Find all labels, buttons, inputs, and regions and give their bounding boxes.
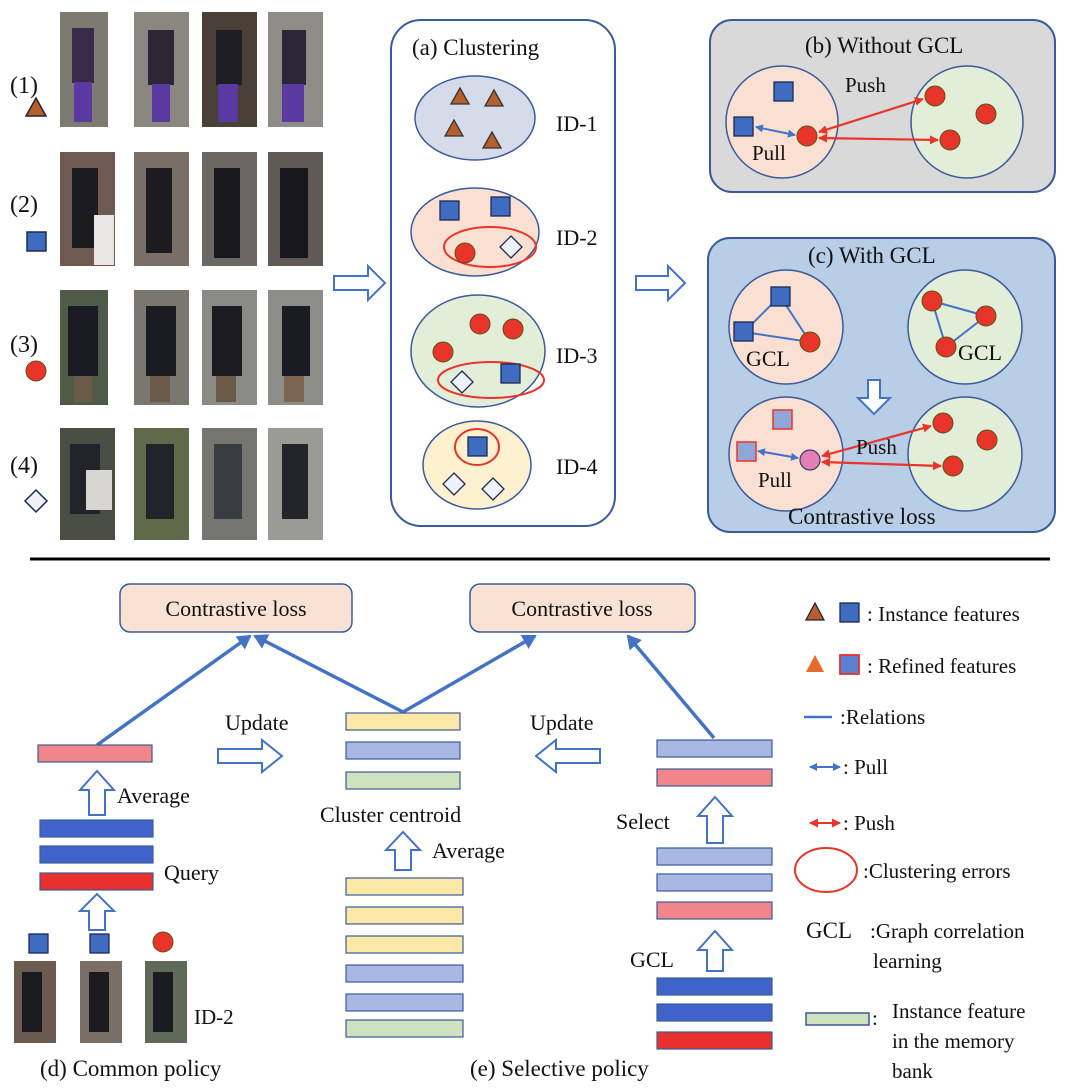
photo-row-2 [60,152,323,266]
svg-text::: : [872,1006,878,1030]
clustering-error-ring [454,428,500,466]
caption-selective-policy: (e) Selective policy [470,1056,649,1081]
cluster-centroid-label: Cluster centroid [320,802,461,827]
legend-memory-line2: in the memory [892,1029,1015,1053]
policy-diagram: Contrastive loss Contrastive loss Averag… [14,583,773,1081]
panel-c-gcl-left: GCL [746,346,790,371]
clustering-error-ring [437,361,545,399]
panel-c-down-arrow [855,379,893,416]
legend-instance-features: : Instance features [867,602,1020,626]
panel-a-clustering: (a) Clustering ID-1 ID-2 ID-3 ID-4 [390,19,616,527]
contrastive-loss-right-label: Contrastive loss [511,596,652,621]
legend-refined-square-icon [839,654,860,675]
arrow-to-clustering [333,263,387,303]
row-label-1: (1) [10,73,38,99]
clustering-error-ring [443,226,537,268]
query-label: Query [164,860,219,885]
contrastive-loss-box-left [119,583,353,633]
legend-push: : Push [843,811,895,835]
arrow-to-gcl [635,263,687,303]
panel-c-gcl-right: GCL [958,340,1002,365]
panel-c-push-label: Push [856,435,897,459]
row-label-4: (4) [10,453,38,479]
person-photo-grid [60,12,323,540]
triangle-icon [24,96,48,117]
gcl-label: GCL [630,947,674,972]
legend-gcl-line2: learning [873,949,942,973]
legend-gcl-abbr: GCL [806,918,852,943]
diamond-icon [23,488,49,514]
photo-row-3 [60,290,323,405]
photo-row-1 [60,12,323,127]
legend-error-ring [794,847,858,893]
legend: : Instance features : Refined features :… [794,601,1026,1083]
average-center-label: Average [432,838,505,863]
square-icon [26,231,47,252]
update-left-label: Update [225,710,289,735]
panel-b-title: (b) Without GCL [805,33,963,58]
legend-pull: : Pull [843,755,888,779]
update-right-label: Update [530,710,594,735]
cluster-label-id-4: ID-4 [556,454,598,479]
cluster-label-id-3: ID-3 [556,343,598,368]
panel-b-push-label: Push [845,73,886,97]
cluster-label-id-1: ID-1 [556,111,598,136]
row-label-3: (3) [10,332,38,358]
legend-memory-bar [805,1012,870,1026]
cluster-id-3 [410,294,546,408]
average-left-label: Average [117,783,190,808]
cluster-id-1 [414,75,536,161]
select-label: Select [616,809,670,834]
circle-icon [25,360,47,382]
panel-b-without-gcl: (b) Without GCL Push Pull [709,19,1056,193]
legend-memory-line3: bank [892,1059,933,1083]
panel-c-pull-label: Pull [758,468,792,492]
panel-c-caption: Contrastive loss [788,504,936,529]
panel-c-title: (c) With GCL [808,243,936,268]
contrastive-loss-left-label: Contrastive loss [165,596,306,621]
legend-refined-features: : Refined features [867,654,1016,678]
legend-gcl-line1: :Graph correlation [870,919,1025,943]
contrastive-loss-box-right [469,583,696,633]
legend-triangle-icon [804,601,826,621]
legend-square-icon [839,602,860,623]
legend-clustering-errors: :Clustering errors [863,859,1011,883]
legend-memory-line1: Instance feature [892,999,1026,1023]
legend-refined-triangle-icon [806,655,824,672]
panel-b-pull-label: Pull [752,141,786,165]
legend-relations: :Relations [840,705,925,729]
panel-c-with-gcl: (c) With GCL GCL GCL Push Pull Contrasti… [707,237,1056,533]
id-2-label: ID-2 [194,1005,234,1029]
photo-row-4 [60,428,323,540]
caption-common-policy: (d) Common policy [40,1056,222,1081]
cluster-label-id-2: ID-2 [556,225,598,250]
panel-a-title: (a) Clustering [412,35,540,60]
row-label-2: (2) [10,192,38,218]
